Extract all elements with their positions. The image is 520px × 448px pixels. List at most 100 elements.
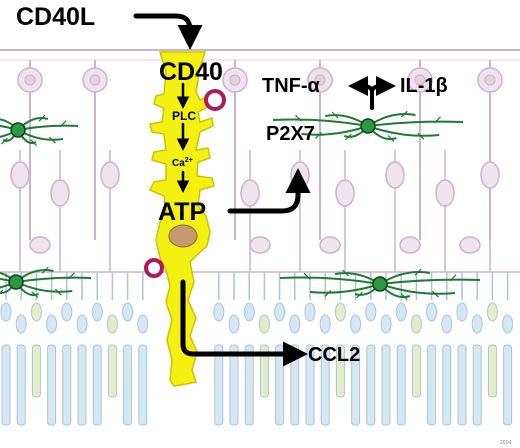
rod-outer-segment [138,344,148,426]
microglia-twig [434,116,441,124]
horizontal-neuron [459,236,481,254]
label-cd40l: CD40L [16,3,95,31]
microglia-process [15,276,92,283]
microglia-soma [10,122,26,138]
photoreceptor-nucleus [258,314,270,334]
receptor-ring-lower [144,258,164,278]
rod-outer-segment [123,344,133,426]
microglia-soma [372,276,388,292]
photoreceptor-nucleus [213,302,225,322]
rod-outer-segment [62,344,72,426]
microglia-twig [400,293,408,301]
microglia-upper-left [0,114,79,147]
bipolar-neuron [335,179,355,207]
microglia-process [367,120,464,127]
microglia-twig [414,268,422,276]
rod-outer-segment [77,344,87,426]
microglia-twig [41,266,49,274]
arrow-to-tnf [348,76,374,110]
bipolar-neuron [385,161,405,189]
bipolar-neuron [100,161,120,189]
microglia-process [379,278,481,285]
receptor-ring-upper [204,89,226,111]
photoreceptor-nucleus [30,302,42,322]
neuron-nucleus [414,74,426,86]
label-cd40: CD40 [159,58,223,86]
arrow-muller-to-ccl2 [180,279,308,367]
horizontal-neuron [399,236,421,254]
microglia-twig [400,110,408,118]
photoreceptor-nucleus [350,314,362,334]
photoreceptor-nucleus [410,314,422,334]
microglia-twig [331,111,339,119]
rod-outer-segment [16,344,26,426]
microglia-lower-left [0,266,92,299]
photoreceptor-nucleus [380,314,392,334]
photoreceptor-nucleus [122,302,134,322]
rod-outer-segment [396,344,406,426]
microglia-twig [30,139,38,147]
horizontal-neuron [249,236,271,254]
microglia-twig [449,274,457,282]
rod-outer-segment [320,344,330,426]
microglia-process [309,283,381,294]
arrow-to-il1b [370,76,396,96]
microglia-soma [360,118,376,134]
rod-outer-segment [427,344,437,426]
retina-background [0,49,520,426]
neuron-nucleus [314,74,326,86]
microglia-twig [344,133,352,141]
label-ca-superscript: 2+ [185,157,193,164]
label-plc: PLC [172,109,196,123]
microglia-process [367,125,440,137]
photoreceptor-nucleus [456,302,468,322]
bipolar-neuron [50,179,70,207]
rod-outer-segment [503,344,513,426]
photoreceptor-nucleus [46,314,58,334]
arrow-cd40l-to-cd40 [133,13,203,50]
microglia-cells [0,110,481,301]
cone-outer-segment [335,344,345,398]
horizontal-neuron [29,236,51,254]
rod-outer-segment [290,344,300,426]
label-il1-beta: IL-1β [400,75,448,97]
photoreceptor-nucleus [15,314,27,334]
microglia-twig [59,120,67,128]
label-ca-base: Ca [172,158,185,169]
credit-mark: 2014 [500,440,511,446]
microglia-upper-right [272,110,464,143]
rod-outer-segment [275,344,285,426]
microglia-process [279,276,381,285]
microglia-twig [324,289,332,297]
photoreceptor-nucleus [486,302,498,322]
microglia-twig [315,131,322,139]
photoreceptor-nucleus [502,314,514,334]
rod-outer-segment [229,344,239,426]
microglia-twig [68,272,75,280]
cone-outer-segment [107,344,117,398]
label-ccl2: CCL2 [308,344,360,366]
neuron-nucleus [229,74,241,86]
photoreceptor-nucleus [106,314,118,334]
rod-outer-segment [214,344,224,426]
photoreceptor-nucleus [319,314,331,334]
microglia-soma [8,274,24,290]
muller-cell-body [148,51,215,387]
microglia-process [379,283,456,295]
photoreceptor-nucleus [243,302,255,322]
label-tnf-alpha: TNF-α [262,75,321,97]
microglia-twig [54,288,62,296]
photoreceptor-nucleus [228,314,240,334]
muller-nucleus [168,224,198,248]
rod-outer-segment [244,344,254,426]
bipolar-neuron [435,179,455,207]
microglia-twig [417,132,425,140]
microglia-twig [356,291,363,299]
microglia-twig [38,114,46,122]
photoreceptor-nucleus [471,314,483,334]
rod-outer-segment [305,344,315,426]
rod-outer-segment [381,344,391,426]
microglia-twig [432,290,439,298]
cone-outer-segment [487,344,497,398]
neuron-nucleus [89,74,101,86]
